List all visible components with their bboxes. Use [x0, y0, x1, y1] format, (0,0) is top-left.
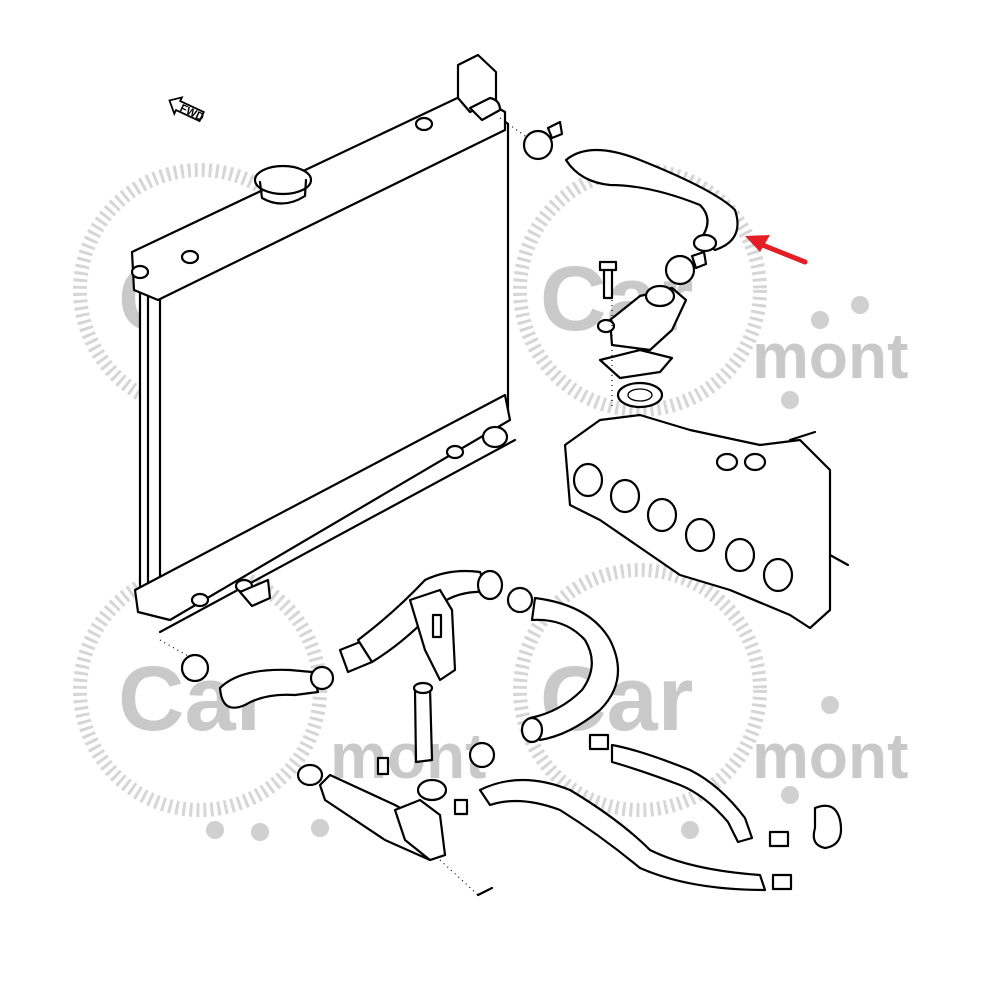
- upper-hose-body: [564, 148, 739, 252]
- upper-hose-end: [692, 233, 718, 253]
- hose-end: [520, 716, 544, 744]
- radiator-mount-peg: [130, 264, 150, 280]
- manifold-port: [609, 478, 641, 514]
- manifold-port: [646, 497, 678, 533]
- hose-clamp: [588, 733, 610, 751]
- hose-clamp: [768, 830, 790, 848]
- watermark-ring: [73, 563, 327, 817]
- washer: [596, 318, 616, 334]
- watermark-ring: [513, 563, 767, 817]
- bolt-head: [598, 260, 618, 272]
- radiator-filler-neck: [258, 178, 308, 205]
- watermark-word-mont: mont: [752, 320, 908, 392]
- hose-clamp-screw: [690, 250, 708, 270]
- leader-line: [439, 859, 479, 896]
- bypass-hose-body: [528, 596, 620, 742]
- highlight-arrow: [745, 235, 808, 265]
- inlet-port: [416, 778, 448, 802]
- radiator-bottom-bracket: [238, 578, 272, 608]
- lower-radiator-hose: [180, 569, 504, 709]
- watermark-dot: [781, 786, 799, 804]
- thermostat-gasket: [598, 348, 674, 380]
- manifold-stud: [788, 430, 817, 442]
- manifold-boss: [743, 452, 767, 472]
- watermark-dot: [821, 696, 839, 714]
- hose-clamp: [180, 653, 210, 683]
- heater-pipe-body: [413, 686, 434, 764]
- thermostat-outlet: [644, 284, 676, 308]
- watermark-dot: [206, 821, 224, 839]
- heater-hose-upper: [610, 743, 754, 844]
- thermostat-valve: [627, 388, 653, 402]
- watermark-dot: [251, 823, 269, 841]
- fwd-label: FWD: [178, 102, 206, 123]
- hose-clamp: [506, 586, 534, 614]
- watermark-dot: [681, 821, 699, 839]
- watermark-ring: [513, 163, 767, 417]
- highlight-arrow-head: [745, 235, 770, 252]
- radiator-filler-cap: [253, 164, 313, 196]
- watermark-dot: [811, 311, 829, 329]
- bypass-hose: [506, 586, 620, 744]
- fwd-direction-marker: FWD: [168, 96, 206, 124]
- upper-radiator-hose: [522, 120, 739, 286]
- heater-pipe-end: [412, 681, 434, 695]
- hose-clamp: [664, 254, 696, 286]
- highlight-arrow-shaft: [757, 241, 808, 265]
- manifold-port: [572, 462, 604, 498]
- radiator-mount-peg: [445, 444, 465, 460]
- heater-hose-lower: [478, 778, 767, 892]
- bracket-bolt: [431, 613, 443, 639]
- hose-clamp: [309, 665, 335, 691]
- o-ring: [296, 763, 324, 787]
- leader-line: [159, 639, 196, 661]
- hose-clamp: [522, 129, 554, 161]
- water-inlet-pipe: [296, 756, 494, 897]
- watermark-dot: [851, 296, 869, 314]
- hose-clip: [812, 804, 843, 850]
- hose-clamp: [468, 741, 496, 769]
- radiator-upper-outlet: [468, 96, 502, 122]
- heater-hoses: [478, 733, 843, 892]
- hose-clamp: [453, 798, 469, 816]
- watermark-dot: [781, 391, 799, 409]
- manifold-port: [762, 557, 794, 593]
- manifold-port: [684, 517, 716, 553]
- hose-end: [476, 569, 504, 601]
- radiator-bottom-tank: [133, 393, 512, 622]
- thermostat-assembly: [596, 260, 688, 410]
- radiator-mount-peg: [180, 249, 200, 265]
- inlet-flange: [393, 798, 447, 862]
- bolt: [476, 886, 494, 897]
- heater-pipe: [412, 681, 496, 769]
- lower-hose-segment: [218, 668, 320, 709]
- hose-clamp: [771, 873, 793, 891]
- thermostat: [616, 381, 664, 409]
- radiator-mount-peg: [190, 592, 210, 608]
- radiator-mount-peg: [414, 116, 434, 132]
- fwd-arrow-icon: [168, 96, 205, 123]
- radiator-lower-inlet: [481, 425, 509, 449]
- bolt: [602, 266, 614, 300]
- manifold-boss: [715, 452, 739, 472]
- watermark-word-mont: mont: [752, 720, 908, 792]
- intake-manifold: [563, 413, 850, 630]
- watermark-word-mont: mont: [330, 720, 486, 792]
- watermark-dot: [311, 819, 329, 837]
- radiator: [130, 53, 529, 661]
- radiator-bottom-rail: [158, 438, 517, 634]
- hose-clamp-screw: [546, 120, 564, 140]
- manifold-port: [724, 537, 756, 573]
- watermark-bottom-right: Car mont: [513, 563, 908, 839]
- manifold-stud: [828, 553, 850, 567]
- leader-line: [499, 117, 529, 139]
- bolt: [376, 756, 390, 776]
